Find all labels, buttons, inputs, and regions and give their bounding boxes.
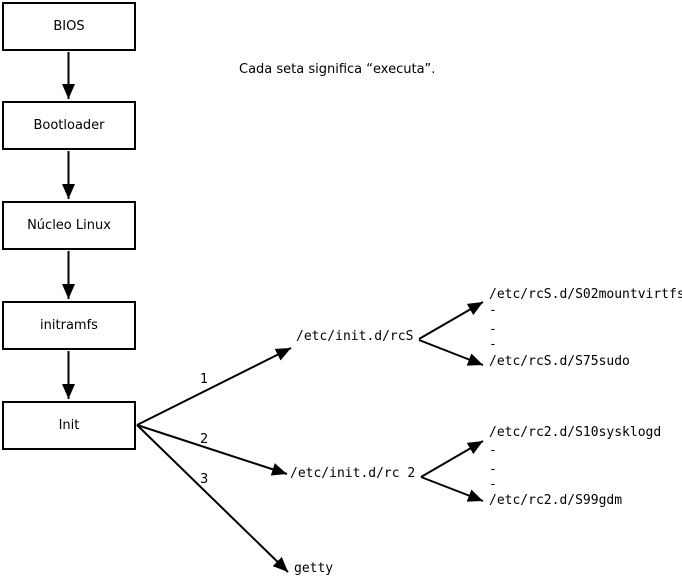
flow-box-kernel: Núcleo Linux: [2, 201, 136, 250]
rc2-script-first: /etc/rc2.d/S10sysklogd: [489, 425, 662, 440]
branch-number-2: 2: [200, 432, 209, 447]
branch-number-3: 3: [200, 472, 209, 487]
rcS-script-first: /etc/rcS.d/S02mountvirtfs: [489, 287, 682, 302]
arrow-init-to-getty: [136, 424, 289, 573]
ellipsis-dash: -: [489, 303, 497, 318]
flow-box-init: Init: [2, 401, 136, 450]
arrow-rc2-to-last-script: [420, 476, 484, 502]
target-rc2: /etc/init.d/rc 2: [290, 466, 416, 481]
flow-box-initramfs: initramfs: [2, 301, 136, 350]
ellipsis-dash: -: [489, 443, 497, 458]
rcS-script-last: /etc/rcS.d/S75sudo: [489, 354, 630, 369]
arrow-rcS-to-last-script: [418, 339, 484, 366]
branch-number-1: 1: [200, 372, 209, 387]
flow-box-bios: BIOS: [2, 2, 136, 51]
arrow-init-to-rcS: [136, 347, 292, 426]
ellipsis-dash: -: [489, 462, 497, 477]
rc2-script-last: /etc/rc2.d/S99gdm: [489, 493, 623, 508]
flow-box-bootloader: Bootloader: [2, 101, 136, 150]
target-rcS: /etc/init.d/rcS: [296, 329, 414, 344]
ellipsis-dash: -: [489, 322, 497, 337]
target-getty: getty: [294, 561, 334, 576]
arrow-init-to-rc2: [136, 424, 288, 476]
arrow-rc2-to-first-script: [420, 440, 484, 478]
caption-text: Cada seta significa “executa”.: [239, 62, 436, 77]
arrow-rcS-to-first-script: [418, 301, 484, 340]
ellipsis-dash: -: [489, 477, 497, 492]
ellipsis-dash: -: [489, 337, 497, 352]
